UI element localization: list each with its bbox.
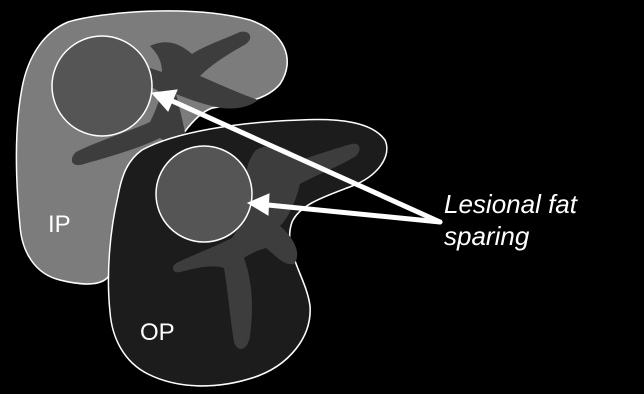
ip-lesion [52, 36, 152, 136]
op-label: OP [140, 319, 175, 346]
op-lesion [156, 146, 252, 242]
annotation-line-1: Lesional fat [444, 188, 644, 220]
annotation-text: Lesional fat sparing [444, 188, 644, 252]
ip-label: IP [48, 211, 71, 238]
annotation-line-2: sparing [444, 220, 644, 252]
